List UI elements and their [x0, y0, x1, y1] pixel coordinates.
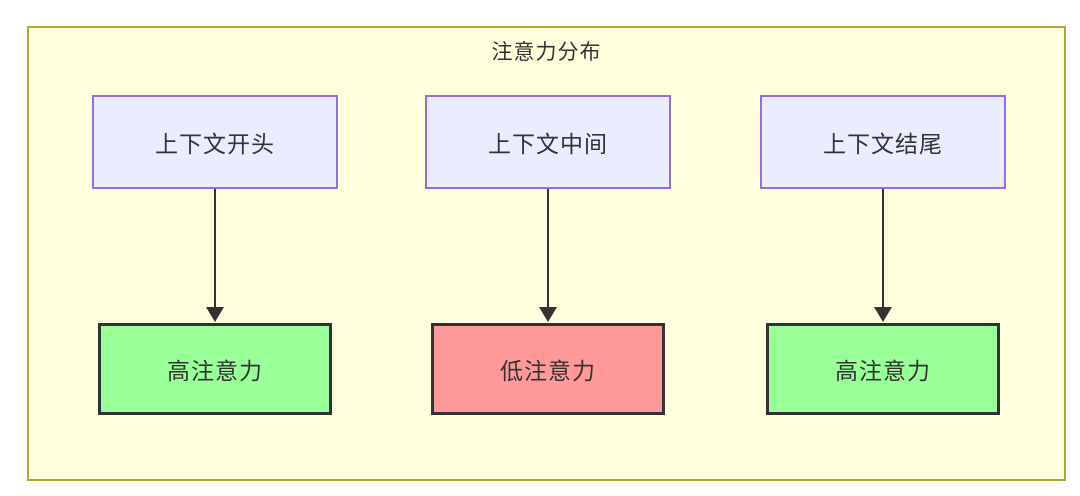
node-context-middle-label: 上下文中间 [488, 131, 608, 157]
arrow-down-icon [206, 189, 224, 322]
node-low-attention-middle-label: 低注意力 [500, 358, 596, 384]
node-high-attention-end: 高注意力 [766, 323, 1000, 415]
node-context-start: 上下文开头 [92, 95, 338, 189]
diagram-title: 注意力分布 [491, 41, 602, 64]
node-context-end: 上下文结尾 [760, 95, 1006, 189]
node-low-attention-middle: 低注意力 [431, 323, 665, 415]
node-context-middle: 上下文中间 [425, 95, 671, 189]
node-context-start-label: 上下文开头 [155, 131, 275, 157]
arrow-down-icon [874, 189, 892, 322]
node-high-attention-start-label: 高注意力 [167, 358, 263, 384]
node-high-attention-start: 高注意力 [98, 323, 332, 415]
attention-distribution-subgraph: 注意力分布 上下文开头 上下文中间 上下文结尾 高注意力 低注意力 [27, 26, 1066, 481]
arrow-down-icon [539, 189, 557, 322]
node-high-attention-end-label: 高注意力 [835, 358, 931, 384]
node-context-end-label: 上下文结尾 [823, 131, 943, 157]
